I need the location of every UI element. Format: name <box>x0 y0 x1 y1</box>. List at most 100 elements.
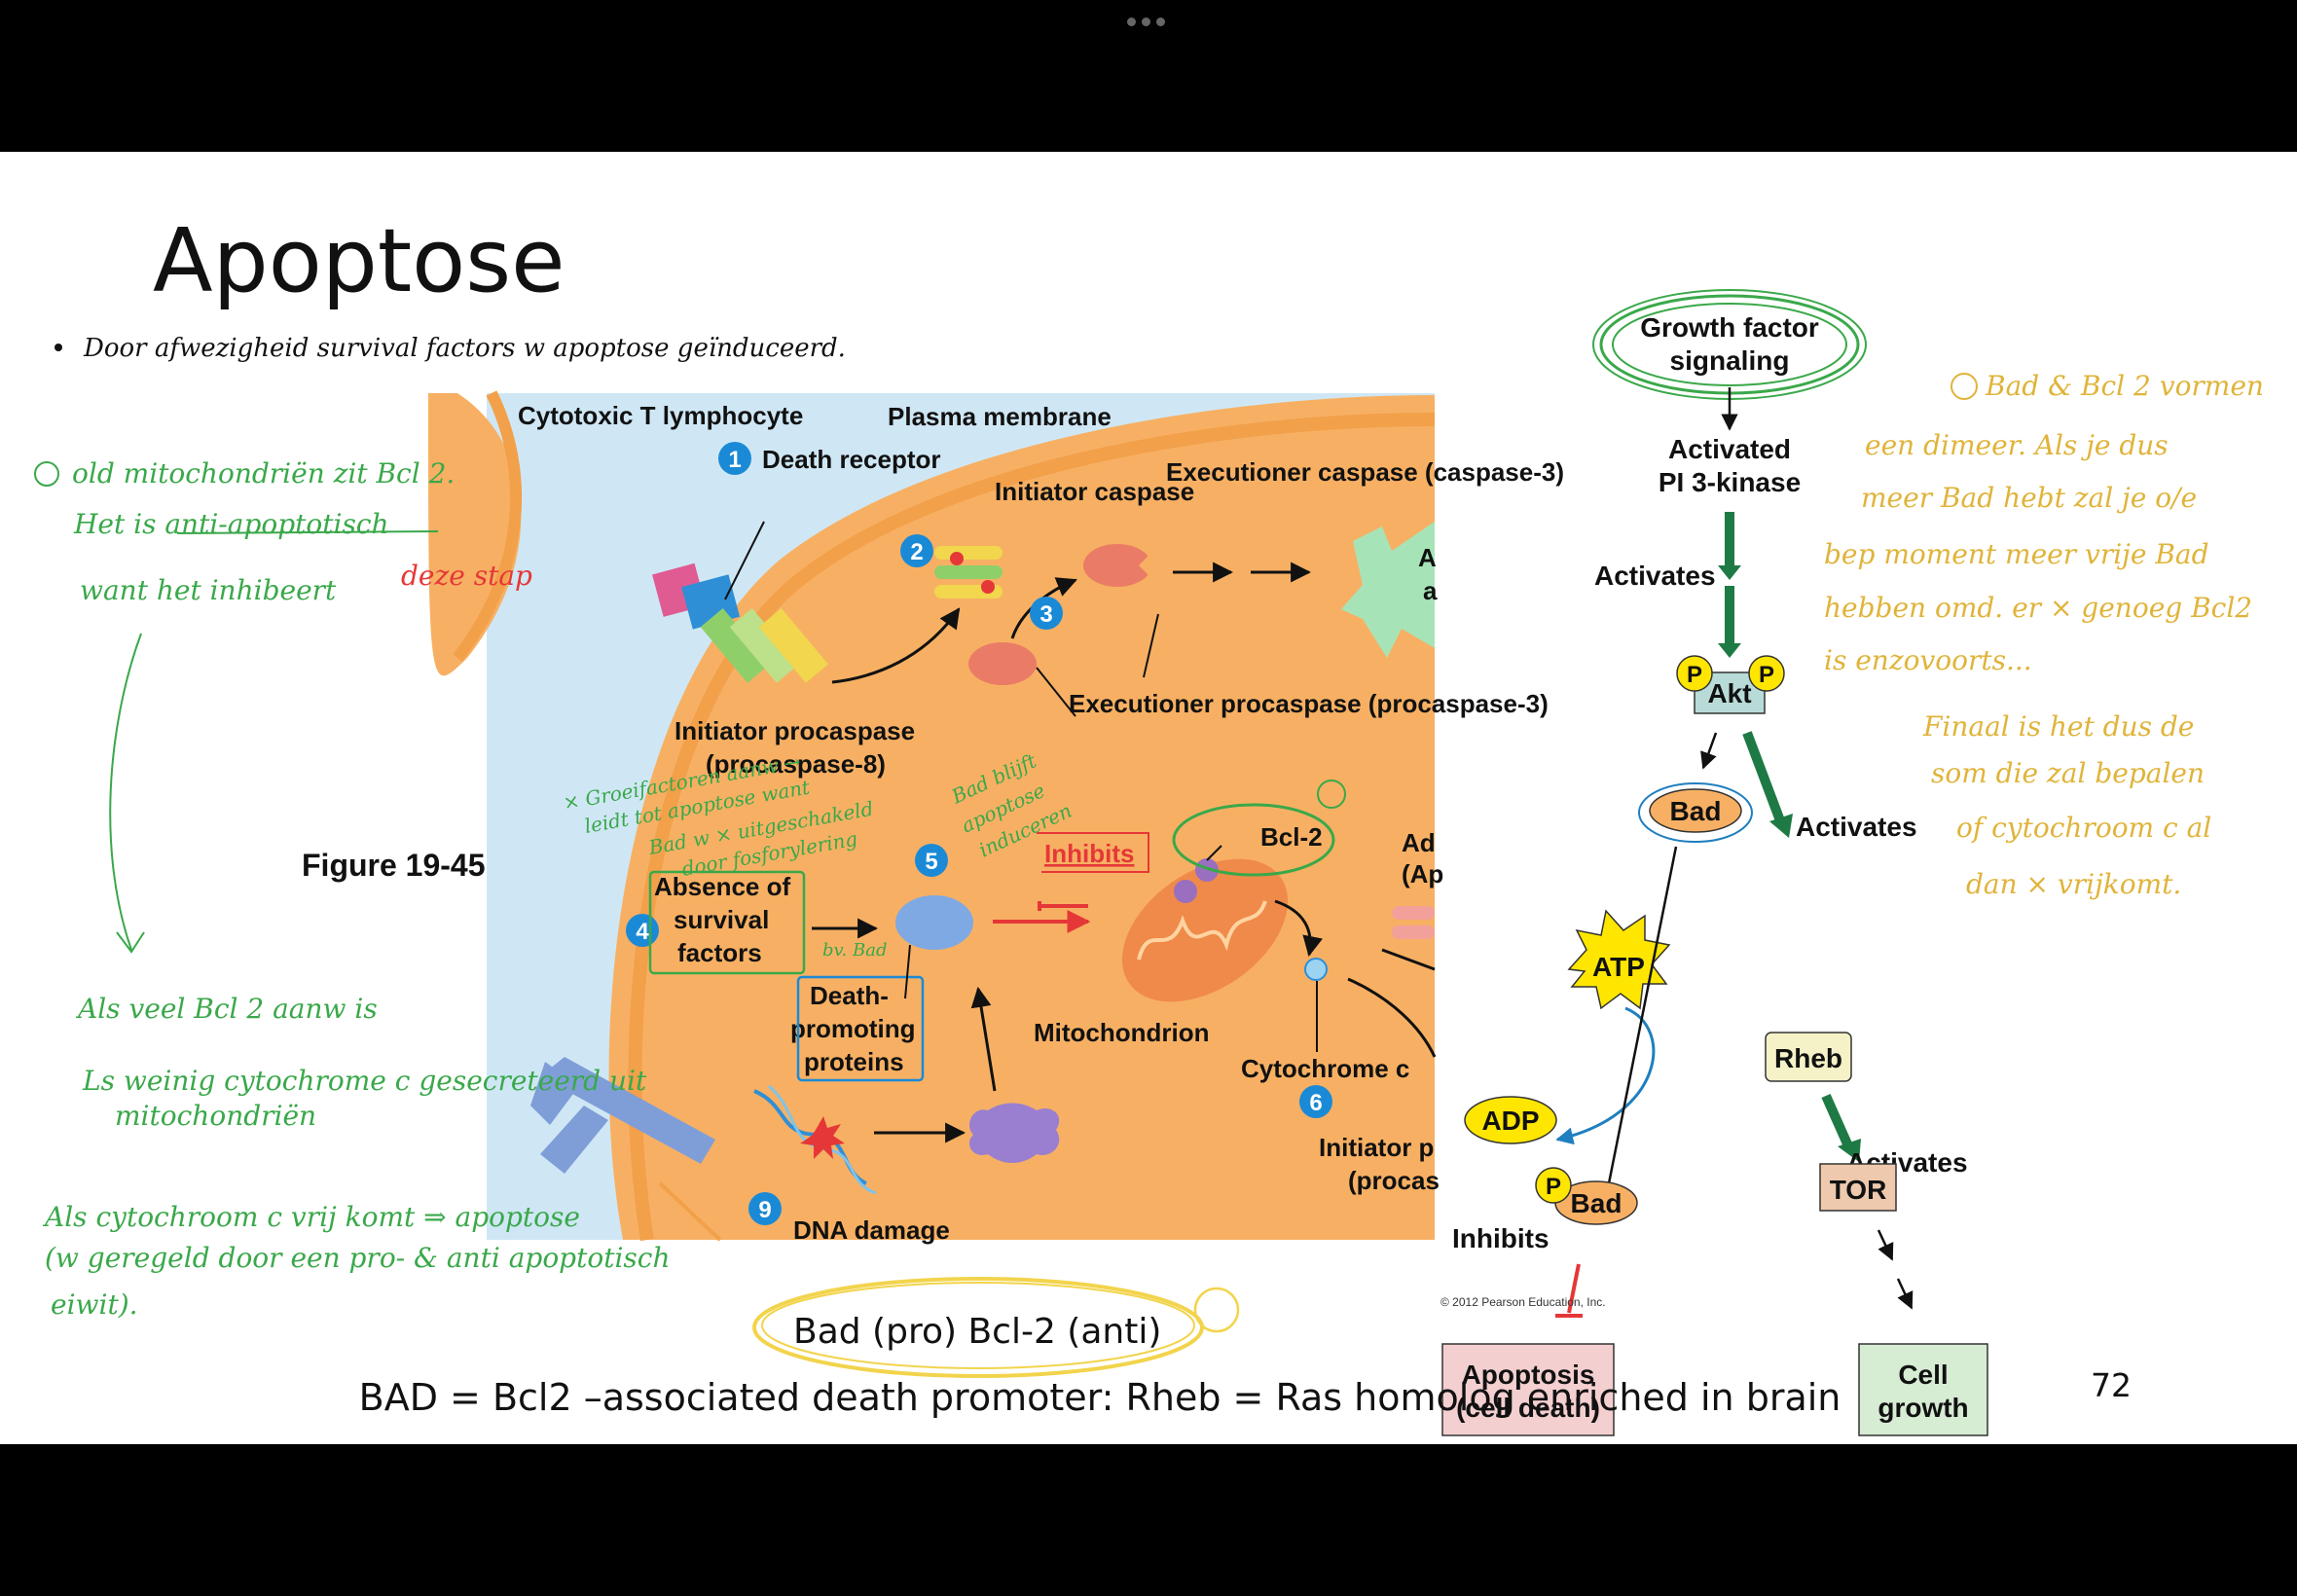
slide-title: Apoptose <box>153 210 565 312</box>
tor-label: TOR <box>1830 1175 1887 1205</box>
activates-label-1: Activates <box>1594 561 1716 591</box>
svg-text:5: 5 <box>925 849 937 875</box>
hw-left-4: Als veel Bcl 2 aanw is <box>75 993 378 1025</box>
pathway: Growth factor signaling Activated PI 3-k… <box>1441 289 1988 1436</box>
initiator-procaspase-label: Initiator procaspase <box>675 716 915 745</box>
death-promoting-label-2: promoting <box>790 1014 916 1043</box>
absence-label-2: survival <box>674 905 769 934</box>
apoptotic-body-shape <box>1341 522 1435 658</box>
hw-left-1: old mitochondriën zit Bcl 2. <box>72 457 455 490</box>
subcaption: Bad (pro) Bcl-2 (anti) <box>793 1312 1162 1352</box>
plasma-membrane-label: Plasma membrane <box>888 402 1112 431</box>
hw-right-6: is enzovoorts... <box>1824 644 2032 676</box>
death-receptor-label: Death receptor <box>762 445 941 474</box>
page-number: 72 <box>2091 1366 2132 1404</box>
absence-label-3: factors <box>677 938 762 967</box>
svg-text:9: 9 <box>758 1197 771 1223</box>
growth-factor-label-1: Growth factor <box>1640 312 1819 343</box>
step-6-icon <box>1299 1085 1332 1118</box>
step-3-icon <box>1030 597 1063 630</box>
caption: BAD = Bcl2 –associated death promoter: R… <box>358 1376 1841 1419</box>
antibody-shape <box>540 1057 715 1164</box>
death-receptor-shape <box>652 562 828 683</box>
bad-label: Bad <box>1670 796 1722 826</box>
hw-left-3: want het inhibeert <box>80 574 337 606</box>
bad-phos-label: Bad <box>1571 1188 1622 1218</box>
cell-growth-label-2: growth <box>1878 1393 1968 1423</box>
bullet-icon <box>55 344 62 351</box>
bullet-text: Door afwezigheid survival factors w apop… <box>83 334 846 363</box>
apoptosis-label-1: Apoptosis <box>1462 1360 1595 1390</box>
dna-damage-label: DNA damage <box>793 1215 950 1245</box>
svg-text:P: P <box>1687 662 1702 688</box>
death-promoting-label-3: proteins <box>804 1047 904 1076</box>
svg-text:P: P <box>1546 1174 1561 1200</box>
svg-text:2: 2 <box>910 539 923 565</box>
hw-mid-8: bv. Bad <box>822 940 887 961</box>
hw-right-8: som die zal bepalen <box>1931 757 2205 789</box>
mitochondrion-label: Mitochondrion <box>1034 1018 1210 1047</box>
procaspase-truncated-label: (procas <box>1348 1166 1440 1195</box>
initiator-caspase-label: Initiator caspase <box>995 477 1194 506</box>
activated-label-2: PI 3-kinase <box>1659 467 1801 497</box>
absence-label-1: Absence of <box>654 872 790 901</box>
mitochondrion-shape <box>1121 858 1289 1002</box>
hw-left-2: Het is anti-apoptotisch <box>73 508 389 540</box>
cell-figure <box>428 390 1436 1242</box>
ad-truncated-label: Ad <box>1402 828 1436 857</box>
hw-right-4: bep moment meer vrije Bad <box>1824 538 2209 570</box>
executioner-procaspase-shape <box>968 642 1037 685</box>
growth-factor-label-2: signaling <box>1670 345 1790 376</box>
akt-label: Akt <box>1707 678 1751 708</box>
cytotoxic-label: Cytotoxic T lymphocyte <box>518 401 803 430</box>
initiator-truncated-label: Initiator p <box>1319 1133 1434 1162</box>
inhibits-figure-label: Inhibits <box>1044 839 1134 868</box>
hw-left-8: (w geregeld door een pro- & anti apoptot… <box>45 1242 671 1274</box>
atp-label: ATP <box>1592 952 1645 982</box>
executioner-caspase-shape <box>1083 544 1153 587</box>
rheb-label: Rheb <box>1774 1043 1842 1073</box>
step-2-icon <box>900 534 933 567</box>
ap-truncated-label: (Ap <box>1402 859 1443 889</box>
death-promoting-protein-shape <box>895 895 973 950</box>
asterisk-icon-2 <box>1317 780 1346 809</box>
hw-right-2: een dimeer. Als je dus <box>1865 429 2169 461</box>
inhibits-label: Inhibits <box>1452 1223 1550 1253</box>
asterisk-icon-4 <box>1193 1287 1240 1333</box>
a2-truncated-label: a <box>1423 576 1438 605</box>
executioner-procaspase-label: Executioner procaspase (procaspase-3) <box>1069 689 1549 718</box>
svg-text:P: P <box>1759 662 1774 688</box>
a-truncated-label: A <box>1418 543 1437 572</box>
hw-right-9: of cytochroom c al <box>1956 812 2211 844</box>
activates-label-2: Activates <box>1796 812 1917 842</box>
p53-shape <box>968 1103 1060 1163</box>
hw-left-5: Ls weinig cytochrome c gesecreteerd uit <box>82 1065 647 1097</box>
figure-label: Figure 19-45 <box>302 848 486 883</box>
hw-left-red: deze stap <box>401 560 532 592</box>
svg-text:4: 4 <box>636 919 649 945</box>
apoptosis-label-2: (cell death) <box>1456 1393 1600 1423</box>
cell-growth-label-1: Cell <box>1898 1360 1948 1390</box>
asterisk-icon-3 <box>1951 373 1978 400</box>
step-1-icon <box>718 442 751 475</box>
svg-text:3: 3 <box>1039 601 1052 628</box>
step-9-icon <box>748 1192 782 1225</box>
slide: Apoptose Door afwezigheid survival facto… <box>0 152 2297 1444</box>
adp-label: ADP <box>1481 1106 1539 1136</box>
svg-text:6: 6 <box>1309 1090 1322 1116</box>
hw-right-1: Bad & Bcl 2 vormen <box>1985 370 2264 402</box>
executioner-caspase-label: Executioner caspase (caspase-3) <box>1166 457 1564 487</box>
bcl2-label: Bcl-2 <box>1260 822 1323 852</box>
apoptosis-diagram: Door afwezigheid survival factors w apop… <box>34 289 2264 1436</box>
hw-right-5: hebben omd. er × genoeg Bcl2 <box>1824 592 2252 624</box>
initiator-caspase-shape <box>934 546 1003 598</box>
hw-left-6: mitochondriën <box>115 1100 316 1132</box>
window-handle-icon[interactable] <box>1127 18 1170 27</box>
copyright: © 2012 Pearson Education, Inc. <box>1440 1295 1606 1309</box>
hw-right-3: meer Bad hebt zal je o/e <box>1861 482 2197 514</box>
hw-right-7: Finaal is het dus de <box>1922 710 2194 743</box>
hw-left-9: eiwit). <box>51 1288 138 1321</box>
step-5-icon <box>915 844 948 877</box>
asterisk-icon <box>34 461 59 487</box>
initiator-procaspase-sub-label: (procaspase-8) <box>706 749 886 779</box>
